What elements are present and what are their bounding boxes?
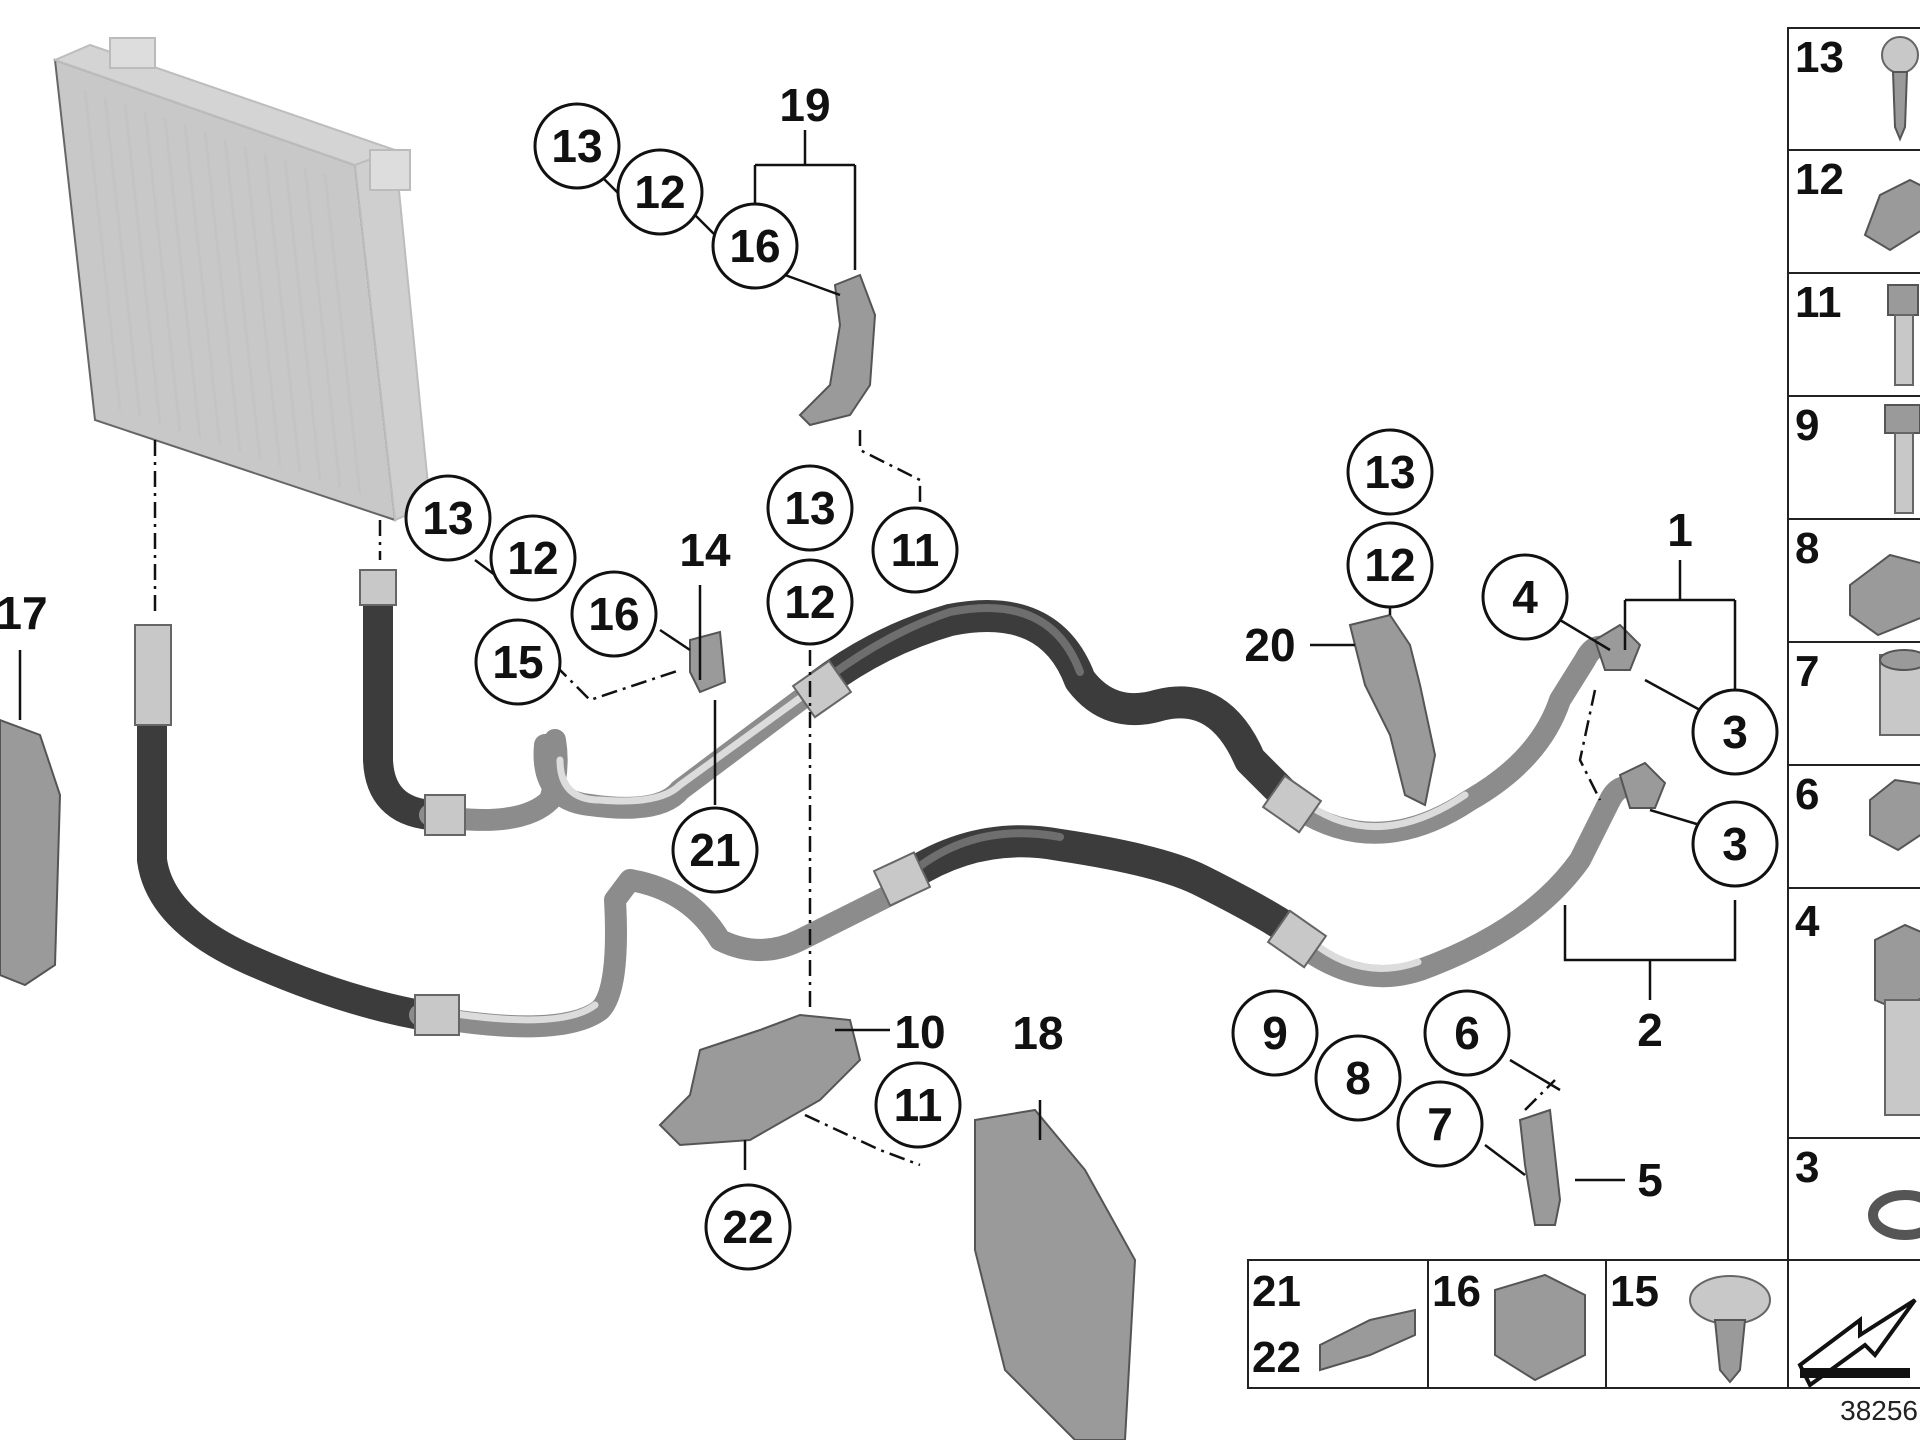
callout-7: 7	[1396, 1080, 1484, 1168]
svg-text:12: 12	[634, 166, 685, 218]
callout-12-right: 12	[1346, 521, 1434, 609]
legend-bottom: 21 22 16 15	[1247, 1259, 1920, 1389]
direction-arrow-icon	[1797, 1298, 1917, 1389]
svg-text:7: 7	[1427, 1098, 1453, 1150]
svg-text:22: 22	[722, 1201, 773, 1253]
clamp-icon-16	[1494, 1273, 1586, 1382]
callout-16-mid-left: 16	[570, 570, 658, 658]
svg-text:13: 13	[551, 120, 602, 172]
callout-9: 9	[1231, 989, 1319, 1077]
callout-3-upper: 3	[1691, 688, 1779, 776]
o-ring-icon	[1868, 1190, 1920, 1240]
oil-line-lower	[134, 624, 1667, 1038]
svg-text:11: 11	[891, 524, 940, 576]
svg-text:21: 21	[689, 824, 740, 876]
reference-number: 38256	[1840, 1395, 1918, 1426]
label-20: 20	[1244, 619, 1295, 671]
legend-label-3: 3	[1795, 1143, 1819, 1192]
legend-label-4: 4	[1795, 897, 1820, 946]
svg-text:13: 13	[422, 492, 473, 544]
callout-15-mid-left: 15	[474, 618, 562, 706]
svg-text:3: 3	[1722, 706, 1748, 758]
oil-cooler	[52, 37, 432, 522]
clamp-icon-21-22	[1319, 1308, 1416, 1372]
shield-18	[974, 1108, 1137, 1440]
clip-14	[689, 630, 727, 694]
callout-13-right: 13	[1346, 428, 1434, 516]
legend-label-21: 21	[1252, 1267, 1301, 1316]
svg-text:13: 13	[1364, 446, 1415, 498]
bolt-icon-4	[1874, 923, 1920, 1116]
screw-icon	[1881, 36, 1919, 142]
legend-label-16: 16	[1432, 1267, 1481, 1316]
callout-21: 21	[671, 806, 759, 894]
legend-label-13: 13	[1795, 33, 1844, 82]
bracket-19	[798, 273, 877, 427]
push-rivet-icon-15	[1689, 1275, 1771, 1384]
callout-11-center: 11	[871, 506, 959, 594]
callout-22: 22	[704, 1183, 792, 1271]
svg-text:15: 15	[492, 636, 543, 688]
label-17: 17	[0, 587, 48, 639]
callout-3-lower: 3	[1691, 800, 1779, 888]
bracket-5	[1518, 1108, 1562, 1226]
clip-icon-8	[1849, 553, 1920, 637]
label-19: 19	[779, 79, 830, 131]
legend-label-7: 7	[1795, 647, 1819, 696]
svg-text:12: 12	[1364, 539, 1415, 591]
legend-label-6: 6	[1795, 770, 1819, 819]
svg-text:16: 16	[729, 220, 780, 272]
legend-label-12: 12	[1795, 155, 1844, 204]
legend-side: 13 12 11 9 8 7 6 4 3	[1787, 27, 1920, 1261]
bolt-icon-11	[1887, 284, 1919, 386]
callout-16-top: 16	[711, 202, 799, 290]
label-10: 10	[894, 1006, 945, 1058]
legend-label-22: 22	[1252, 1333, 1301, 1382]
svg-text:12: 12	[507, 532, 558, 584]
svg-text:6: 6	[1454, 1007, 1480, 1059]
label-14: 14	[679, 524, 731, 576]
callout-11-bottom: 11	[874, 1061, 962, 1149]
legend-label-9: 9	[1795, 401, 1819, 450]
label-1: 1	[1667, 504, 1693, 556]
callout-4: 4	[1481, 553, 1569, 641]
svg-text:4: 4	[1512, 571, 1538, 623]
svg-text:8: 8	[1345, 1052, 1371, 1104]
legend-label-15: 15	[1610, 1267, 1659, 1316]
svg-text:16: 16	[588, 588, 639, 640]
label-18: 18	[1012, 1007, 1063, 1059]
callout-13-mid-left: 13	[404, 474, 492, 562]
callout-12-center: 12	[766, 558, 854, 646]
svg-text:3: 3	[1722, 818, 1748, 870]
legend-cell-15	[1605, 1259, 1789, 1389]
callout-12-mid-left: 12	[489, 514, 577, 602]
oil-line-upper	[359, 569, 1642, 844]
label-2: 2	[1637, 1004, 1663, 1056]
holder-17	[0, 718, 62, 987]
legend-label-11: 11	[1795, 278, 1842, 327]
bracket-20	[1348, 613, 1437, 807]
callout-12-top: 12	[616, 148, 704, 236]
svg-text:13: 13	[784, 482, 835, 534]
callout-13-top: 13	[533, 102, 621, 190]
label-5: 5	[1637, 1154, 1663, 1206]
callout-8: 8	[1314, 1034, 1402, 1122]
svg-text:9: 9	[1262, 1007, 1288, 1059]
nut-icon-6	[1869, 778, 1920, 852]
clip-nut-icon	[1863, 178, 1920, 252]
nut-icon-7	[1879, 649, 1920, 736]
bracket-22	[658, 1013, 862, 1147]
svg-text:12: 12	[784, 576, 835, 628]
bolt-icon-9	[1884, 404, 1920, 514]
callout-6: 6	[1423, 989, 1511, 1077]
svg-text:11: 11	[894, 1079, 943, 1131]
legend-label-8: 8	[1795, 524, 1819, 573]
callout-13-center: 13	[766, 464, 854, 552]
